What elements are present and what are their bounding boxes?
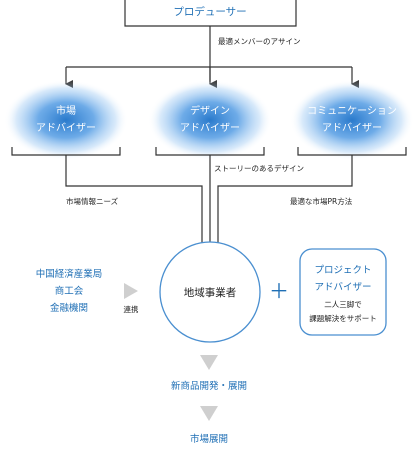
- distribution-lines: 最適メンバーのアサイン: [65, 26, 359, 88]
- producer-note: 最適メンバーのアサイン: [218, 36, 301, 46]
- producer-box: プロデューサー: [124, 0, 297, 27]
- advisor-glow: [290, 80, 414, 160]
- support-org-line2: 商工会: [55, 285, 84, 297]
- step-market-expansion: 市場展開: [190, 433, 228, 445]
- advisor-market: 市場 アドバイザー: [4, 80, 128, 160]
- project-advisor-desc1: 二人三脚で: [324, 299, 362, 309]
- flow-market-line: [65, 155, 209, 257]
- step-new-product: 新商品開発・展開: [171, 380, 247, 392]
- down-arrow-icon: [200, 406, 218, 421]
- flow-design-label: ストーリーのあるデザイン: [214, 163, 304, 173]
- advisor-communication-line2: アドバイザー: [322, 122, 382, 134]
- project-advisor-desc2: 課題解決をサポート: [309, 313, 377, 323]
- down-arrow-icon: [200, 355, 218, 370]
- support-org-line1: 中国経済産業局: [36, 268, 103, 280]
- project-advisor-line2: アドバイザー: [314, 282, 371, 293]
- advisor-design: デザイン アドバイザー: [148, 80, 272, 160]
- advisor-glow: [4, 80, 128, 160]
- plus-icon: ＋: [269, 279, 289, 303]
- flow-communication-label: 最適な市場PR方法: [290, 196, 353, 206]
- producer-label: プロデューサー: [173, 5, 246, 18]
- project-advisor-box: プロジェクト アドバイザー 二人三脚で 課題解決をサポート: [299, 248, 387, 336]
- center-label: 地域事業者: [184, 286, 237, 299]
- support-org: 中国経済産業局 商工会 金融機関: [36, 268, 103, 314]
- flow-market-label: 市場情報ニーズ: [66, 196, 119, 206]
- advisor-market-line2: アドバイザー: [36, 122, 96, 134]
- advisor-design-line1: デザイン: [190, 104, 230, 117]
- advisor-market-line1: 市場: [56, 104, 76, 117]
- advisor-communication-line1: コミュニケーション: [307, 105, 397, 117]
- link-arrow-icon: [124, 283, 138, 299]
- project-advisor-line1: プロジェクト: [314, 265, 371, 276]
- flow-lines: [65, 155, 353, 257]
- link-label: 連携: [124, 304, 139, 314]
- advisor-glow: [148, 80, 272, 160]
- support-org-line3: 金融機関: [50, 302, 88, 314]
- advisor-design-line2: アドバイザー: [180, 122, 240, 134]
- flow-communication-line: [217, 155, 353, 257]
- center-node: 地域事業者: [159, 241, 261, 343]
- advisor-communication: コミュニケーション アドバイザー: [290, 80, 414, 160]
